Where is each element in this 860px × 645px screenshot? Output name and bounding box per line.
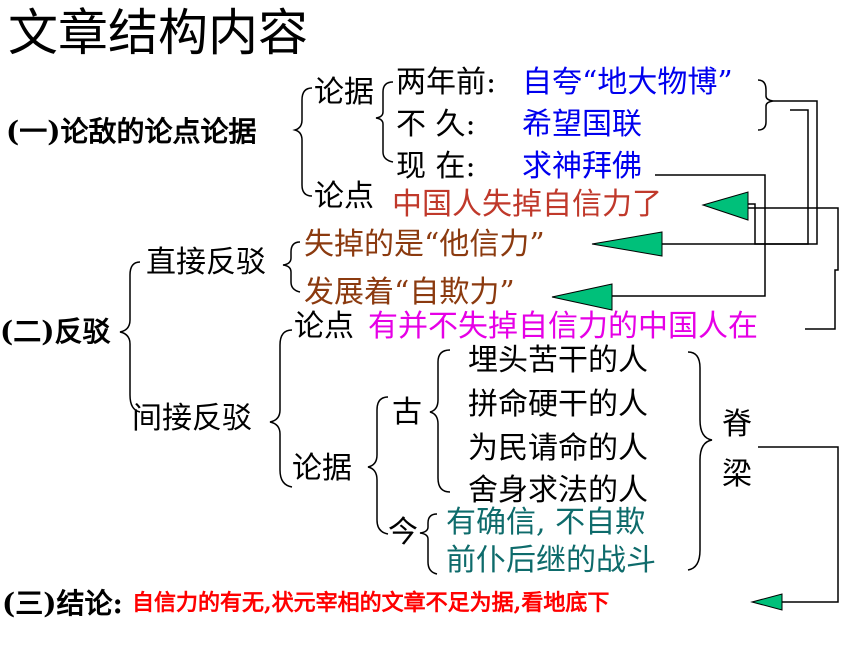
spine-char-1: 脊 [722, 407, 752, 442]
section1-point: 中国人失掉自信力了 [392, 187, 662, 222]
evidence-time-3: 现 在: [396, 149, 476, 184]
direct-item-2: 发展着“自欺力” [304, 275, 515, 310]
brace-modern [419, 513, 438, 575]
arrowhead-self-deceit [551, 283, 613, 311]
modern-item-2: 前仆后继的战斗 [446, 543, 656, 578]
brace-section2 [119, 261, 141, 413]
ancient-item-3: 为民请命的人 [468, 431, 648, 466]
indirect-point: 有并不失掉自信力的中国人在 [368, 309, 758, 344]
section1-point-label: 论点 [314, 179, 374, 214]
connector-other-faith [662, 109, 809, 245]
ancient-item-1: 埋头苦干的人 [468, 343, 648, 378]
brace-indirect [269, 329, 293, 488]
ancient-label: 古 [392, 395, 422, 430]
connector-counter [748, 207, 839, 330]
section1-heading: (一)论敌的论点论据 [6, 115, 257, 148]
arrowhead-conclusion [750, 593, 783, 611]
modern-label: 今 [388, 515, 418, 550]
section3-heading: (三)结论: [2, 587, 123, 620]
brace-direct [282, 241, 301, 293]
brace-spine [687, 351, 713, 571]
direct-rebuttal-label: 直接反驳 [146, 245, 266, 280]
brace-evidence [375, 81, 394, 163]
evidence-content-2: 希望国联 [522, 107, 642, 142]
evidence-content-1: 自夸“地大物博” [522, 65, 733, 100]
spine-char-2: 梁 [722, 457, 752, 492]
page-title: 文章结构内容 [8, 4, 308, 62]
indirect-rebuttal-label: 间接反驳 [132, 401, 252, 436]
direct-item-1: 失掉的是“他信力” [304, 227, 545, 262]
brace-evidence-right [757, 79, 774, 131]
section2-heading: (二)反驳 [0, 315, 111, 348]
brace-indirect-evidence [367, 396, 389, 535]
arrowhead-point [701, 191, 749, 221]
connector-spine [758, 446, 839, 603]
indirect-evidence-label: 论据 [292, 451, 352, 486]
modern-item-1: 有确信, 不自欺 [446, 505, 646, 540]
evidence-time-1: 两年前: [396, 65, 497, 100]
ancient-item-2: 拼命硬干的人 [468, 387, 648, 422]
brace-ancient [429, 349, 451, 493]
brace-section1 [292, 87, 313, 197]
evidence-time-2: 不 久: [396, 107, 476, 142]
conclusion-text: 自信力的有无,状元宰相的文章不足为据,看地底下 [132, 590, 610, 616]
connector-to-point [745, 100, 818, 245]
indirect-point-label: 论点 [294, 309, 354, 344]
section1-evidence-label: 论据 [314, 75, 374, 110]
evidence-content-3: 求神拜佛 [522, 149, 642, 184]
arrowhead-other-faith [591, 231, 663, 257]
ancient-item-4: 舍身求法的人 [468, 473, 648, 508]
connector-to-deceit [612, 174, 766, 297]
